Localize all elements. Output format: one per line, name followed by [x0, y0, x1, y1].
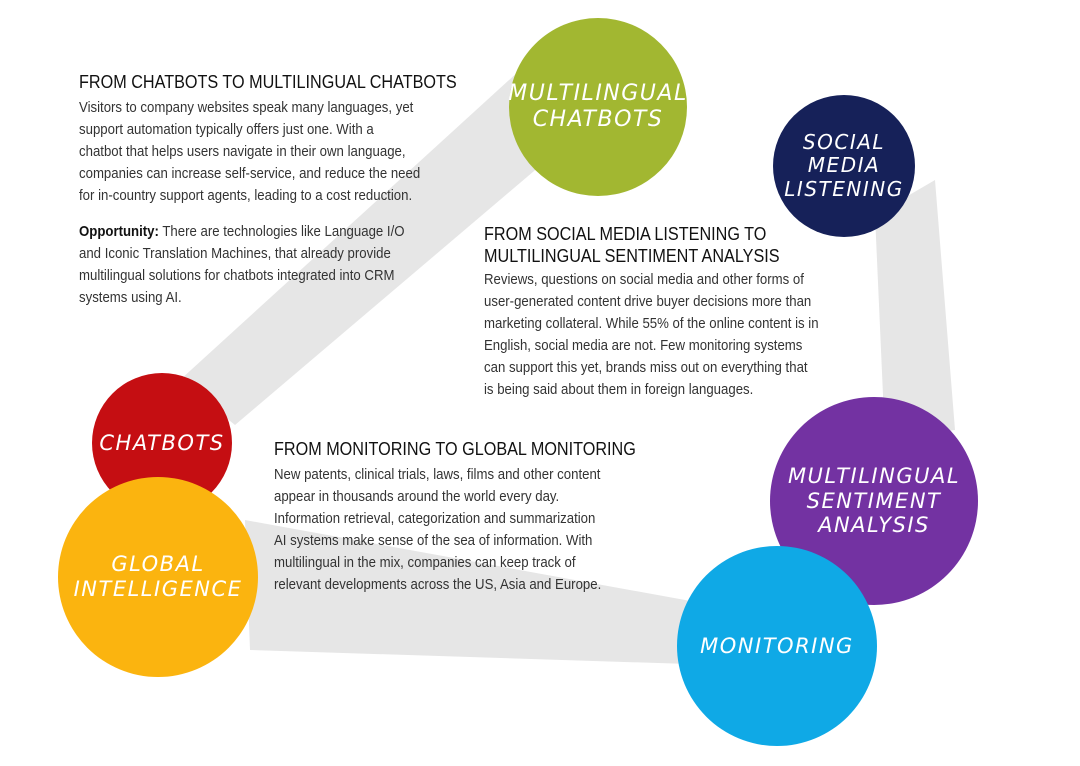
- social-section: FROM SOCIAL MEDIA LISTENING TO MULTILING…: [484, 223, 864, 401]
- body-line: AI systems make sense of the sea of info…: [274, 532, 593, 549]
- opportunity-line: and Iconic Translation Machines, that al…: [79, 245, 391, 262]
- body-line: can support this yet, brands miss out on…: [484, 359, 808, 376]
- social-media-listening-circle: SOCIAL MEDIA LISTENING: [773, 95, 915, 237]
- body-line: English, social media are not. Few monit…: [484, 337, 803, 354]
- connector-global-intelligence-to-monitoring: [245, 520, 740, 665]
- global-intelligence-circle: GLOBAL INTELLIGENCE: [58, 477, 258, 677]
- social-media-listening-label: SOCIAL MEDIA LISTENING: [784, 129, 904, 201]
- monitoring-section-body: New patents, clinical trials, laws, film…: [274, 464, 628, 596]
- multilingual-chatbots-circle: MULTILINGUAL CHATBOTS: [508, 18, 688, 196]
- body-line: chatbot that helps users navigate in the…: [79, 143, 406, 160]
- chatbots-opportunity-text: Opportunity: There are technologies like…: [79, 221, 448, 309]
- monitoring-section-title: FROM MONITORING TO GLOBAL MONITORING: [274, 439, 636, 459]
- body-line: marketing collateral. While 55% of the o…: [484, 315, 819, 332]
- multilingual-sentiment-analysis-label: MULTILINGUAL SENTIMENT ANALYSIS: [787, 463, 961, 538]
- social-section-body: Reviews, questions on social media and o…: [484, 269, 819, 401]
- chatbots-section: FROM CHATBOTS TO MULTILINGUAL CHATBOTS V…: [79, 71, 499, 309]
- monitoring-section: FROM MONITORING TO GLOBAL MONITORING New…: [274, 438, 676, 596]
- body-line: for in-country support agents, leading t…: [79, 187, 413, 204]
- body-line: user-generated content drive buyer decis…: [484, 293, 812, 310]
- body-line: Reviews, questions on social media and o…: [484, 271, 804, 288]
- body-line: multilingual in the mix, companies can k…: [274, 554, 576, 571]
- body-line: is being said about them in foreign lang…: [484, 381, 754, 398]
- social-section-title: FROM SOCIAL MEDIA LISTENING TO MULTILING…: [484, 223, 826, 267]
- body-line: companies can increase self-service, and…: [79, 165, 421, 182]
- opportunity-line: systems using AI.: [79, 289, 182, 306]
- body-line: Visitors to company websites speak many …: [79, 99, 414, 116]
- global-intelligence-label: GLOBAL INTELLIGENCE: [73, 552, 243, 601]
- multilingual-chatbots-label: MULTILINGUAL CHATBOTS: [508, 81, 688, 132]
- opportunity-line-text: There are technologies like Language I/O: [158, 223, 405, 240]
- social-title-line: FROM SOCIAL MEDIA LISTENING TO: [484, 224, 767, 244]
- opportunity-line: Opportunity: There are technologies like…: [79, 221, 448, 243]
- opportunity-label: Opportunity:: [79, 223, 159, 240]
- monitoring-circle: MONITORING: [677, 546, 877, 746]
- body-line: appear in thousands around the world eve…: [274, 488, 560, 505]
- body-line: relevant developments across the US, Asi…: [274, 576, 602, 593]
- connector-chatbots-to-multilingual-chatbots: [180, 70, 600, 425]
- opportunity-line: multilingual solutions for chatbots inte…: [79, 267, 395, 284]
- connector-social-to-sentiment: [875, 180, 955, 440]
- chatbots-section-body: Visitors to company websites speak many …: [79, 97, 448, 207]
- monitoring-label: MONITORING: [700, 633, 854, 658]
- body-line: support automation typically offers just…: [79, 121, 374, 138]
- chatbots-section-title: FROM CHATBOTS TO MULTILINGUAL CHATBOTS: [79, 72, 457, 92]
- body-line: New patents, clinical trials, laws, film…: [274, 466, 601, 483]
- body-line: Information retrieval, categorization an…: [274, 510, 596, 527]
- social-title-line: MULTILINGUAL SENTIMENT ANALYSIS: [484, 246, 780, 266]
- chatbots-label: CHATBOTS: [99, 431, 225, 455]
- multilingual-sentiment-analysis-circle: MULTILINGUAL SENTIMENT ANALYSIS: [770, 397, 978, 605]
